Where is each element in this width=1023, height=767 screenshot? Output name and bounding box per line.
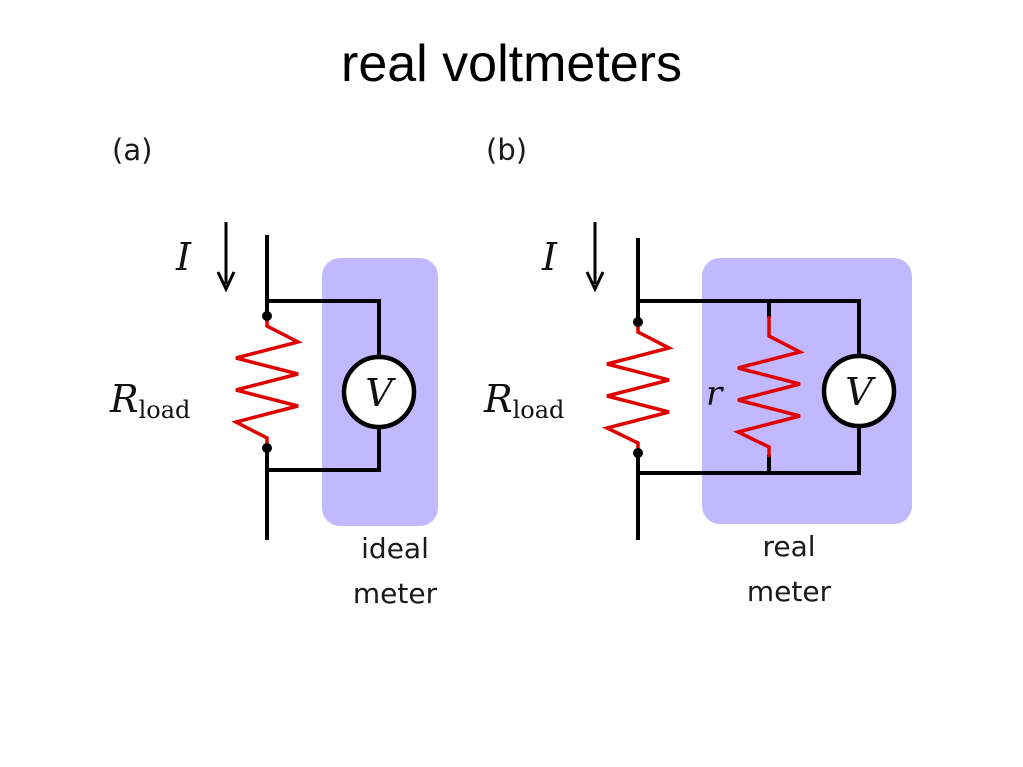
meter-branch-top-a [265, 299, 381, 358]
load-resistor-a [231, 316, 303, 448]
load-resistor-symbol-b: R [483, 377, 513, 421]
voltmeter-symbol-b: V [845, 370, 876, 414]
slide-title: real voltmeters [341, 35, 682, 93]
load-resistor-symbol-a: R [109, 377, 139, 421]
internal-resistor-r [732, 316, 805, 457]
real-meter-caption-line2: meter [747, 575, 832, 608]
panel-b-label: (b) [486, 133, 527, 167]
load-resistor-label-b: Rload [483, 377, 564, 424]
current-label-a: I [175, 235, 192, 279]
voltmeter-symbol-a: V [365, 371, 396, 415]
real-meter-caption-line1: real [762, 530, 815, 563]
junction-dot-bottom-b [633, 448, 643, 458]
ideal-meter-caption-line1: ideal [361, 532, 429, 565]
panel-b: (b) I r V Rload real mete [483, 133, 912, 608]
panel-a-label: (a) [112, 133, 152, 167]
voltmeter-a [341, 354, 417, 430]
junction-dot-top-b [633, 317, 643, 327]
current-arrow-a [216, 222, 236, 293]
internal-resistor-label: r [706, 374, 724, 414]
meter-branch-bottom-a [265, 426, 381, 472]
ideal-meter-caption-line2: meter [353, 577, 438, 610]
load-resistor-subscript-b: load [513, 396, 565, 424]
meter-rail-top-b [636, 299, 861, 356]
current-arrow-b [585, 222, 605, 293]
load-resistor-subscript-a: load [139, 396, 191, 424]
junction-dot-bottom-a [262, 443, 272, 453]
load-resistor-label-a: Rload [109, 377, 190, 424]
junction-dot-top-a [262, 311, 272, 321]
panel-a: (a) I V Rload ideal meter [109, 133, 438, 610]
voltmeter-b [821, 353, 897, 429]
load-resistor-b [601, 322, 674, 453]
current-label-b: I [541, 235, 558, 279]
meter-rail-bottom-b [636, 426, 861, 475]
